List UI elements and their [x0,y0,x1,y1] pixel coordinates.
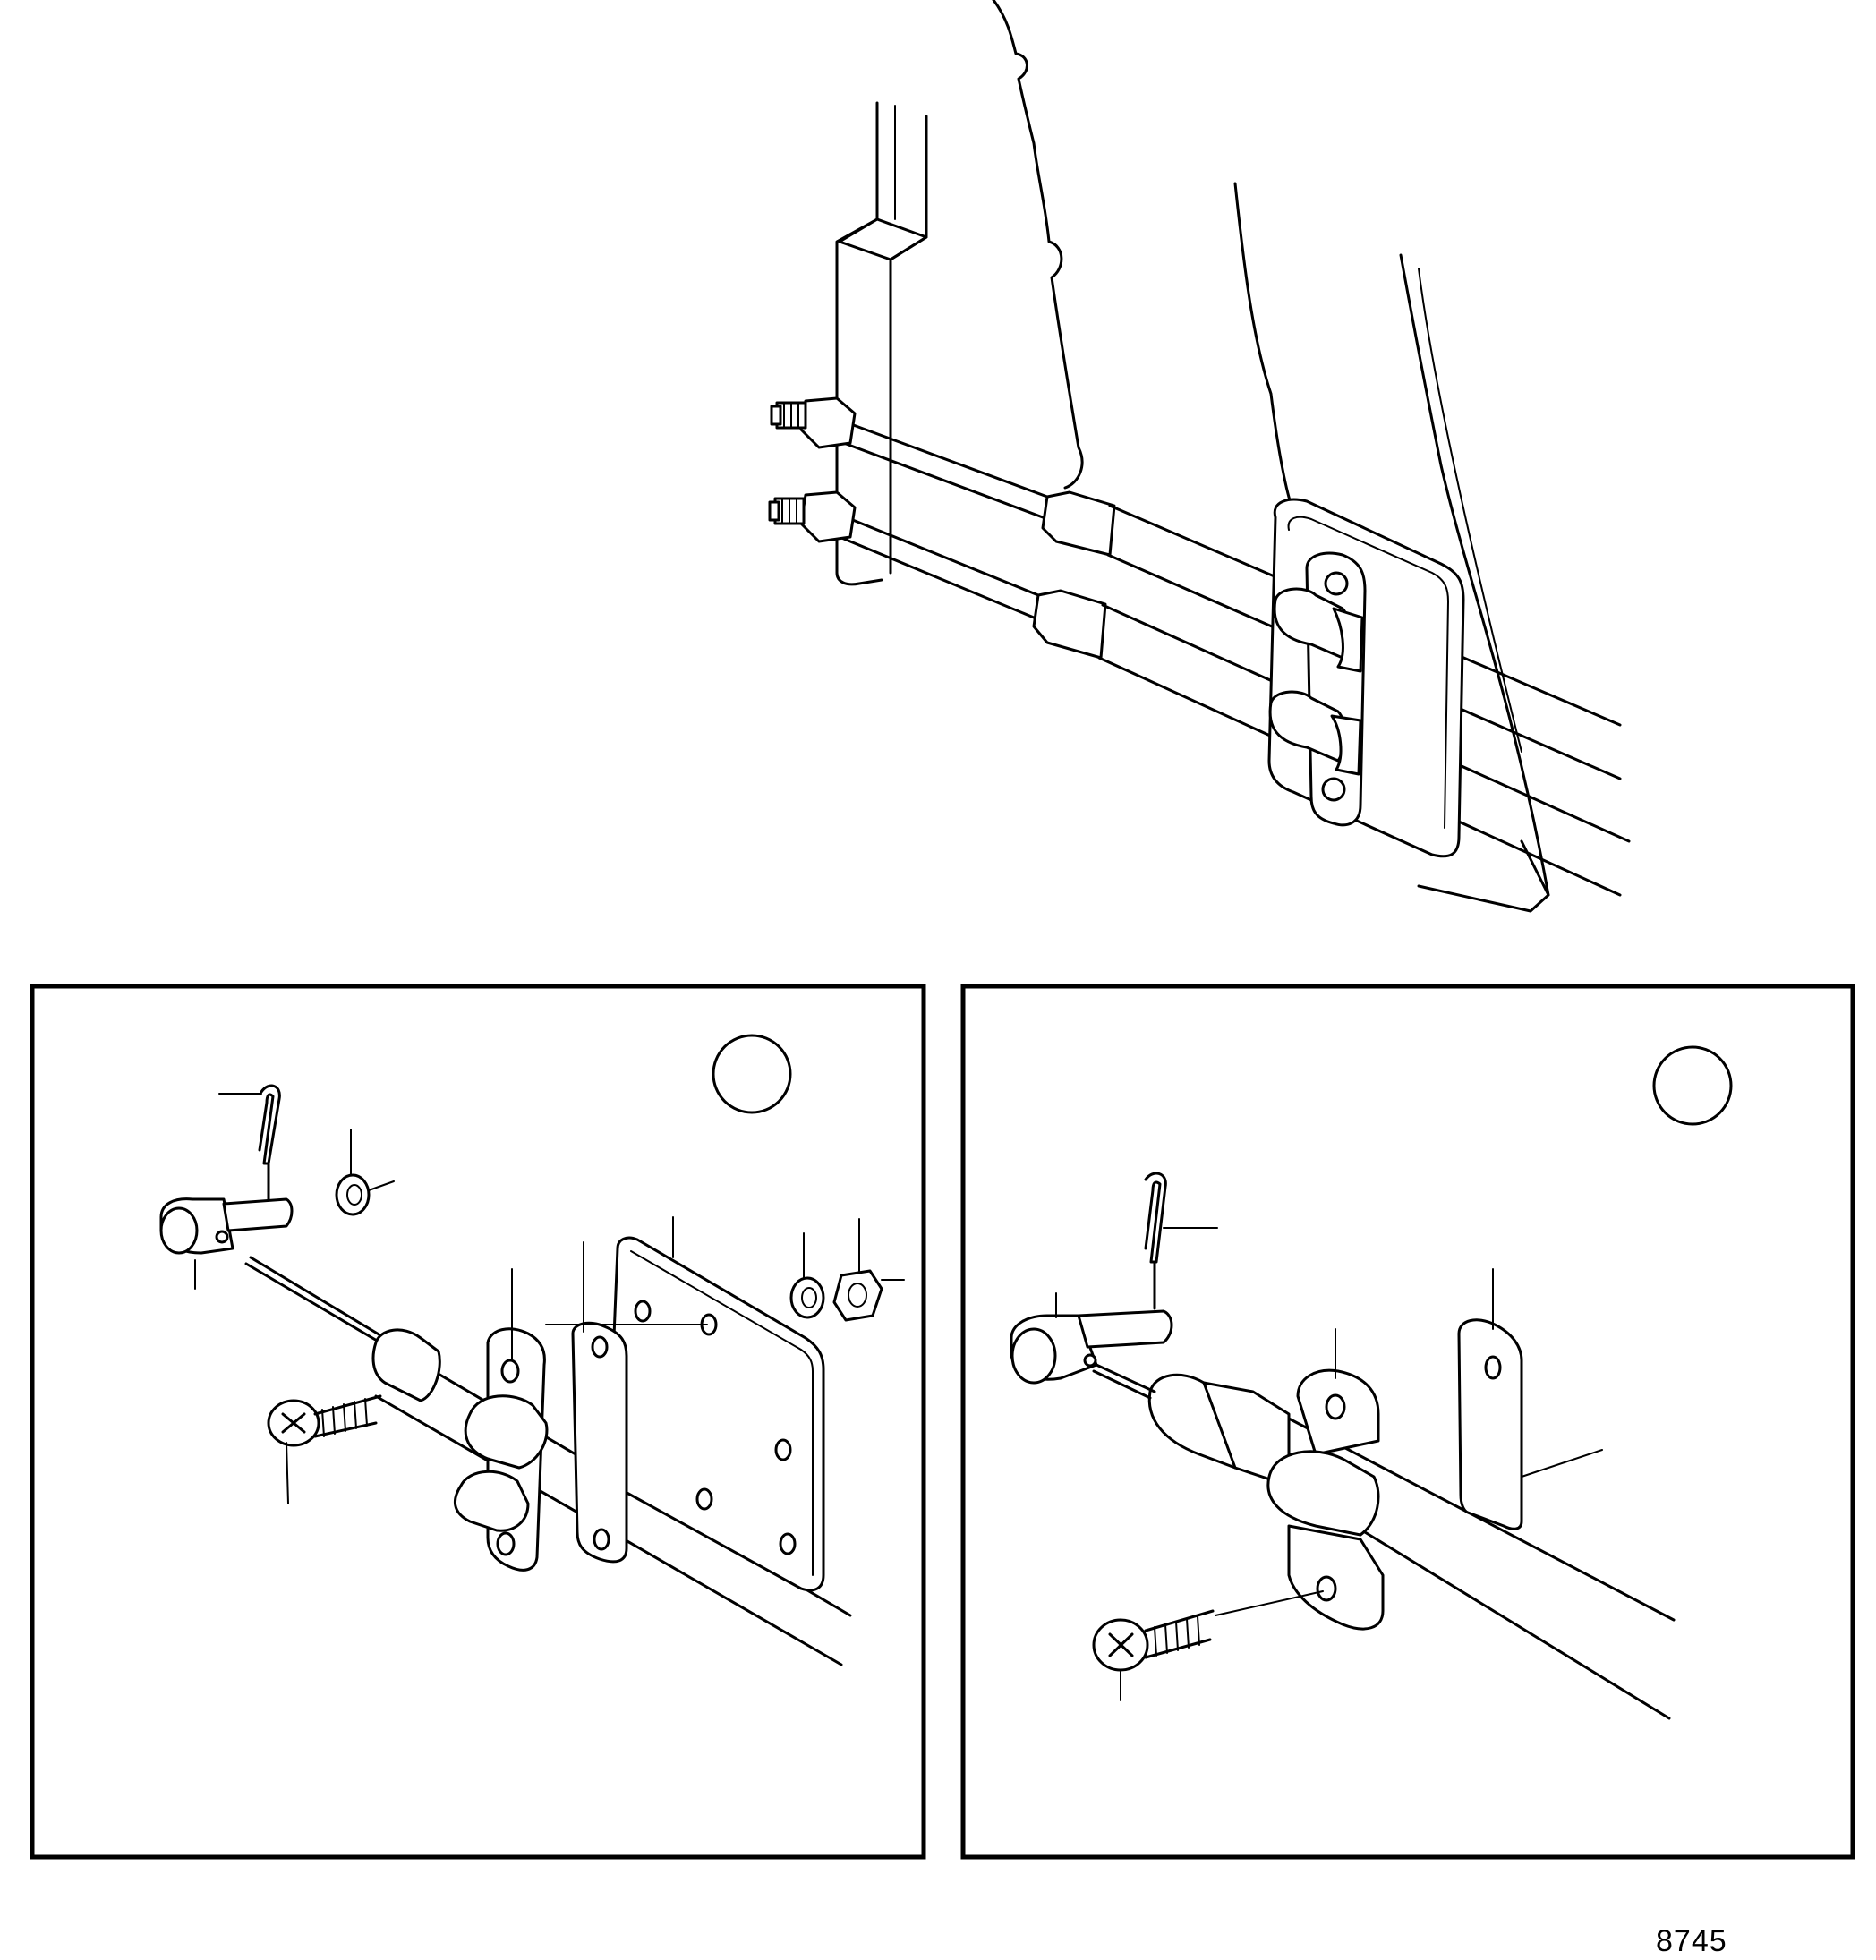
left-detail-panel [30,984,926,1860]
left-leader-lines [194,1093,905,1504]
callout-circle-right [1652,1045,1733,1126]
right-end-fitting [1010,1309,1173,1385]
figure-reference-number: 8745 [1656,1924,1727,1958]
right-screw [1092,1590,1324,1672]
left-end-fitting [159,1197,294,1255]
engine-housing-outline [992,0,1550,913]
callout-circle-left [712,1034,792,1114]
left-washer-2 [789,1276,825,1319]
left-cable-clamp [453,1327,549,1572]
right-cable-clamp [1266,1368,1385,1631]
left-washer-1 [335,1173,371,1216]
left-screw [267,1394,382,1447]
right-cotter-pin [1144,1172,1167,1310]
left-backing-strip [571,1321,628,1564]
top-assembly-view [768,0,1631,913]
right-leader-lines [1055,1227,1494,1701]
lower-control-cable [768,490,1631,897]
right-cable [1092,1363,1676,1720]
mounting-bracket-plate [835,101,928,586]
right-backing-strip [1457,1318,1603,1530]
right-detail-panel [960,984,1855,1860]
left-nut [832,1269,883,1322]
upper-control-cable [770,396,1622,780]
left-cotter-pin [258,1084,281,1201]
cable-mounting-plate [1267,498,1465,858]
